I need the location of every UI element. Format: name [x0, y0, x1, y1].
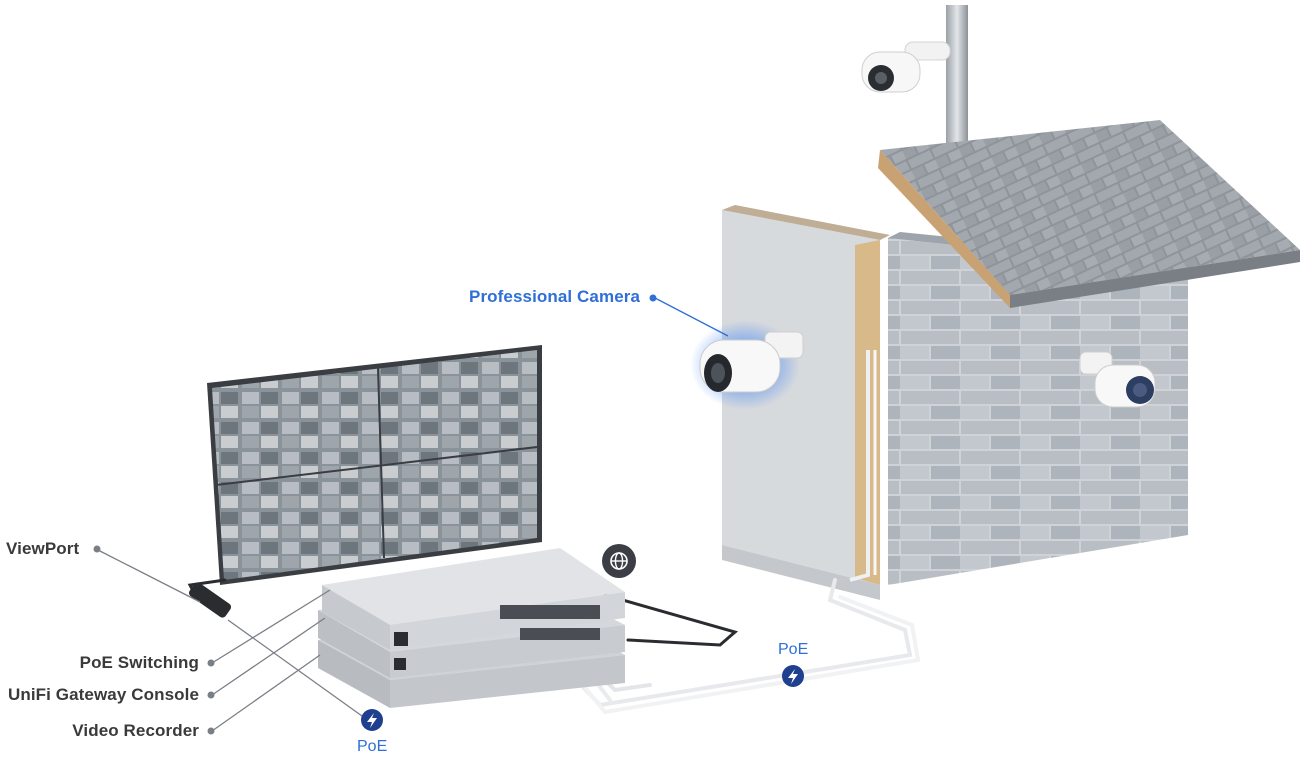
dot-professional-camera: [649, 294, 657, 302]
dot-poe-switching: [207, 659, 215, 667]
brick-wall: [888, 238, 1188, 585]
roof: [880, 120, 1300, 295]
poe-switching-label: PoE Switching: [79, 653, 199, 672]
leader-dots: [93, 294, 657, 735]
monitor-screen: [212, 350, 537, 580]
poe-label-recorder: PoE: [357, 738, 388, 755]
dot-gateway-console: [207, 691, 215, 699]
video-recorder-label: Video Recorder: [72, 721, 199, 740]
left-wall: [722, 210, 880, 585]
lightning-icon: [782, 665, 804, 687]
gateway-console: [318, 610, 390, 678]
leader-lines: [97, 297, 729, 732]
pole: [946, 5, 968, 165]
monitor: [207, 345, 542, 585]
lightning-icon: [361, 709, 383, 731]
equipment-stack: [318, 548, 625, 708]
viewport-device: [188, 582, 232, 618]
video-recorder: [318, 640, 390, 708]
unifi-gateway-console-label: UniFi Gateway Console: [7, 685, 199, 704]
pole-camera: [861, 41, 951, 93]
viewport-label: ViewPort: [6, 539, 80, 558]
globe-icon: [602, 544, 636, 578]
professional-camera: [690, 320, 804, 410]
poe-switch-top: [322, 548, 625, 625]
wall-camera: [1079, 351, 1156, 408]
building: [722, 5, 1300, 600]
dot-video-recorder: [207, 727, 215, 735]
poe-label-cameras: PoE: [778, 641, 809, 658]
dot-viewport: [93, 545, 101, 553]
professional-camera-label: Professional Camera: [469, 287, 641, 306]
